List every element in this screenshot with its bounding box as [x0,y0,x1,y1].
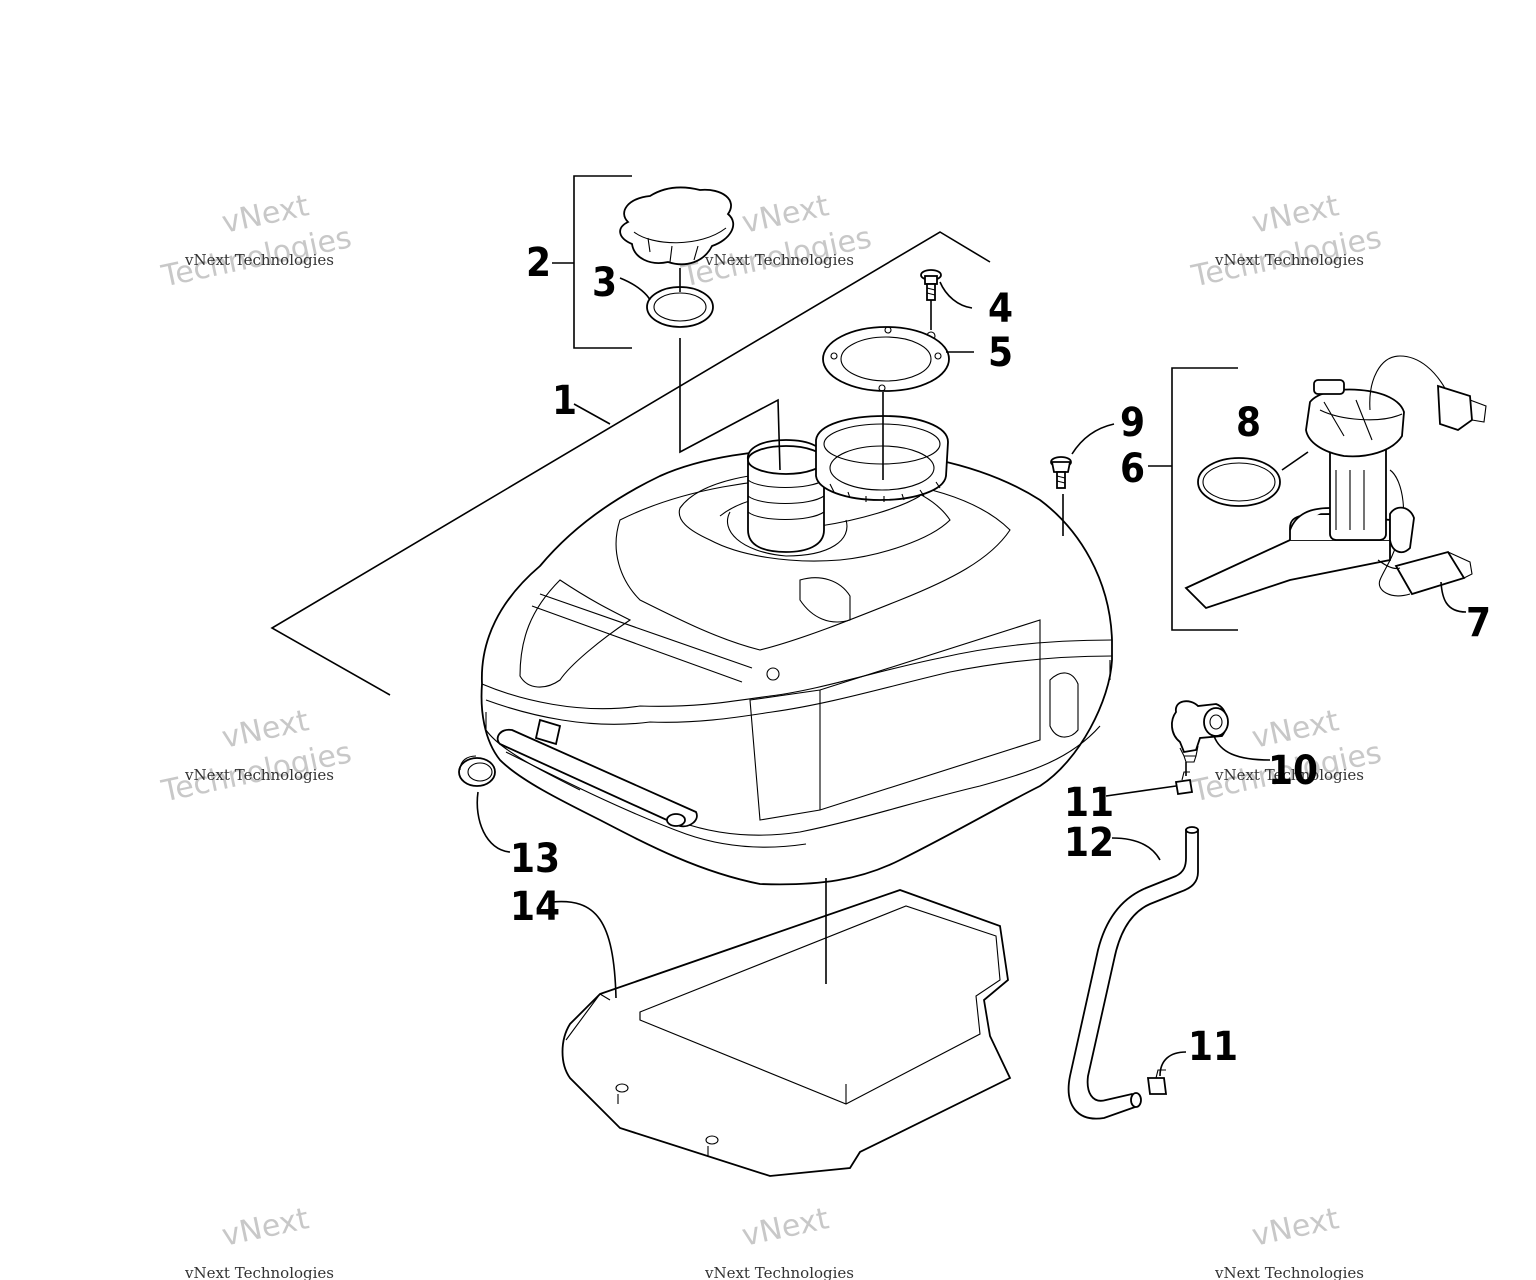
svg-text:vNext Technologies: vNext Technologies [1214,1264,1364,1280]
callout-11-lower: 11 [1188,1024,1238,1070]
elbow-fitting [1171,700,1229,763]
svg-text:vNext Technologies: vNext Technologies [1214,251,1364,269]
watermark-7: vNext vNext Technologies [184,1201,334,1280]
callout-14: 14 [510,884,560,930]
bolt [1050,456,1072,489]
svg-text:vNext Technologies: vNext Technologies [704,1264,854,1280]
watermark-3: vNext Technologies vNext Technologies [1188,188,1385,294]
hose-clamp-upper [1174,771,1194,796]
bracket-item-6 [1171,367,1238,631]
callout-12: 12 [1064,820,1114,866]
callout-3: 3 [592,260,617,306]
svg-text:vNext: vNext [739,1201,832,1254]
svg-text:vNext Technologies: vNext Technologies [1214,766,1364,784]
callout-7: 7 [1466,600,1491,646]
watermark-1: vNext Technologies vNext Technologies [158,188,355,294]
callout-1: 1 [552,378,577,424]
grommet [458,755,496,787]
fuel-tank [480,415,1113,886]
callout-8: 8 [1236,400,1261,446]
watermark-4: vNext Technologies vNext Technologies [158,703,355,809]
cap-o-ring [646,286,714,328]
fuel-cap [619,186,734,266]
watermark-9: vNext vNext Technologies [1214,1201,1364,1280]
callout-5: 5 [988,330,1013,376]
watermark-8: vNext vNext Technologies [704,1201,854,1280]
svg-text:vNext Technologies: vNext Technologies [704,251,854,269]
callout-numbers: 1 2 3 4 5 6 7 8 9 10 11 12 13 11 14 [510,240,1491,1070]
skid-plate [561,889,1012,1177]
svg-text:vNext: vNext [1249,1201,1342,1254]
callout-2: 2 [526,240,551,286]
callout-10: 10 [1268,748,1318,794]
assembly-bracket-outline [270,231,991,696]
callout-4: 4 [988,286,1013,332]
svg-text:vNext Technologies: vNext Technologies [184,766,334,784]
callout-13: 13 [510,836,560,882]
callout-11-upper: 11 [1064,780,1114,826]
callout-9: 9 [1120,400,1145,446]
ring-plate [822,326,950,392]
screw [920,269,942,341]
svg-text:vNext Technologies: vNext Technologies [184,251,334,269]
pump-o-ring [1197,457,1281,507]
fuel-pump [1184,355,1487,610]
svg-text:vNext: vNext [219,1201,312,1254]
bracket-item-2 [573,175,632,349]
leader-lines [476,268,1467,1077]
callout-6: 6 [1120,446,1145,492]
hose-clamp-lower [1146,1069,1168,1095]
svg-text:vNext Technologies: vNext Technologies [184,1264,334,1280]
fuel-hose [1067,826,1199,1120]
